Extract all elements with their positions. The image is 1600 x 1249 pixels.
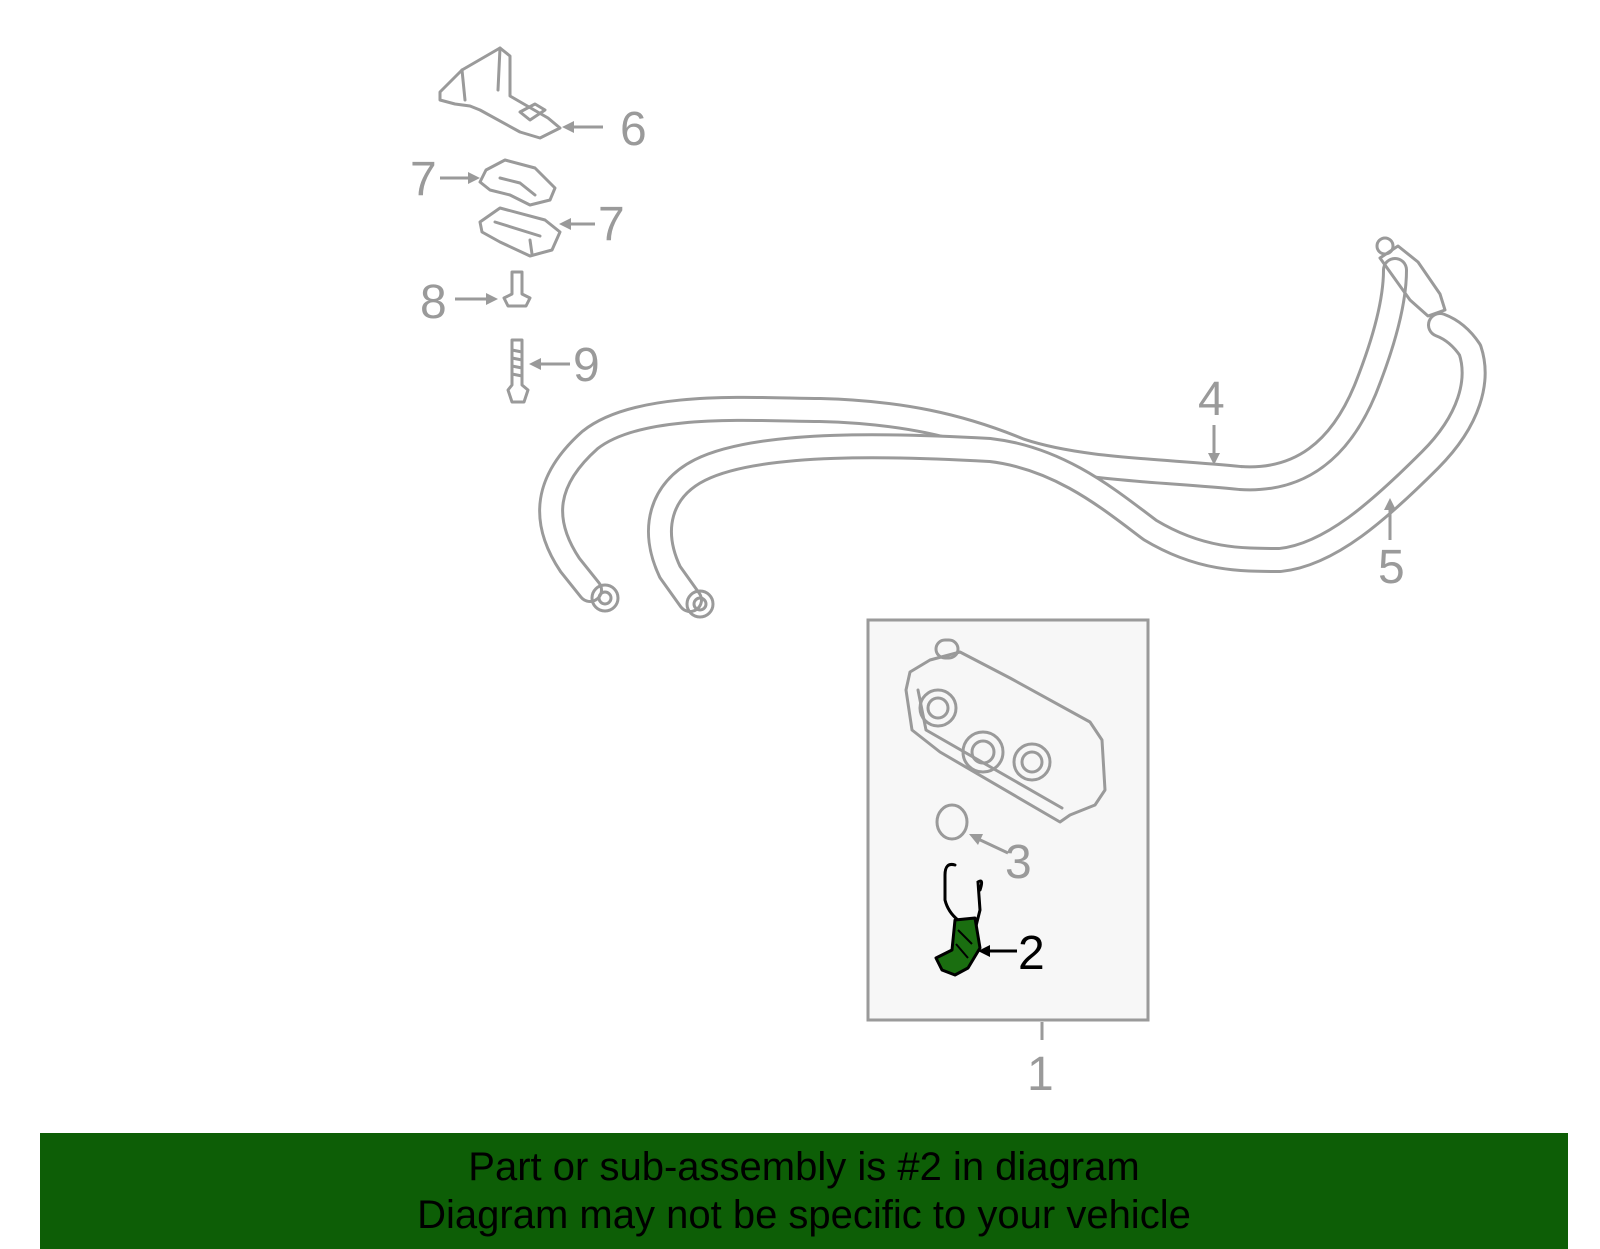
part-7-lower-clamp[interactable] — [478, 206, 562, 258]
part-7-upper-clamp[interactable] — [478, 158, 557, 207]
callout-6: 6 — [620, 103, 647, 156]
banner-line-2: Diagram may not be specific to your vehi… — [417, 1193, 1191, 1237]
arrow-6 — [562, 121, 574, 133]
info-banner: Part or sub-assembly is #2 in diagram Di… — [40, 1133, 1568, 1249]
leader-3 — [975, 836, 1009, 855]
part-9-stud[interactable] — [506, 338, 530, 404]
callout-8: 8 — [420, 276, 447, 329]
callout-5: 5 — [1378, 541, 1405, 594]
part-2-retaining-clip[interactable] — [934, 863, 984, 977]
part-8-bolt[interactable] — [502, 270, 532, 308]
part-1-assembly-box[interactable] — [866, 618, 1150, 1022]
arrow-7-lower — [559, 218, 571, 230]
arrow-9 — [529, 358, 541, 370]
oil-cooler-body[interactable] — [904, 638, 1107, 824]
callout-1: 1 — [1027, 1048, 1054, 1101]
arrow-4 — [1208, 453, 1220, 465]
arrow-7-upper — [468, 172, 480, 184]
arrow-3 — [969, 834, 983, 845]
arrow-2 — [978, 945, 990, 957]
arrow-8 — [486, 293, 498, 305]
callout-9: 9 — [573, 339, 600, 392]
callout-4: 4 — [1198, 373, 1225, 426]
callout-2: 2 — [1018, 927, 1045, 980]
part-6-bracket[interactable] — [438, 46, 562, 140]
part-3-o-ring[interactable] — [935, 803, 969, 841]
banner-line-1: Part or sub-assembly is #2 in diagram — [468, 1145, 1140, 1189]
callout-7-lower: 7 — [598, 198, 625, 251]
part-5-inlet-tube[interactable] — [647, 312, 1487, 619]
callout-3: 3 — [1005, 836, 1032, 889]
arrow-5 — [1384, 498, 1396, 510]
callout-7-upper: 7 — [410, 153, 437, 206]
